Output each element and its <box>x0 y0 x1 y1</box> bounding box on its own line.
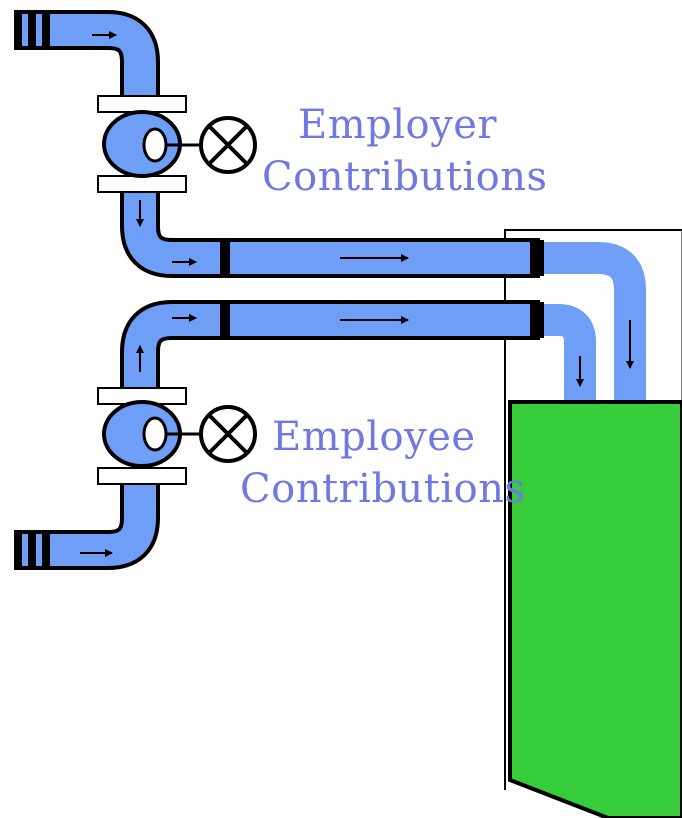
tank-water <box>508 400 682 818</box>
flow-arrows <box>80 31 634 557</box>
employer-label-line2: Contributions <box>262 154 548 200</box>
employee-label-line1: Employee <box>272 414 476 460</box>
valve-wheel-icon[interactable] <box>199 405 257 463</box>
employer-valve <box>97 95 200 193</box>
employer-pipe <box>14 10 646 400</box>
employee-valve <box>97 387 200 485</box>
employer-label-line1: Employer <box>298 102 497 148</box>
tank-wall <box>504 229 682 790</box>
employee-label-line2: Contributions <box>240 466 526 512</box>
valve-wheel-icon[interactable] <box>199 116 257 174</box>
tank <box>504 229 682 818</box>
